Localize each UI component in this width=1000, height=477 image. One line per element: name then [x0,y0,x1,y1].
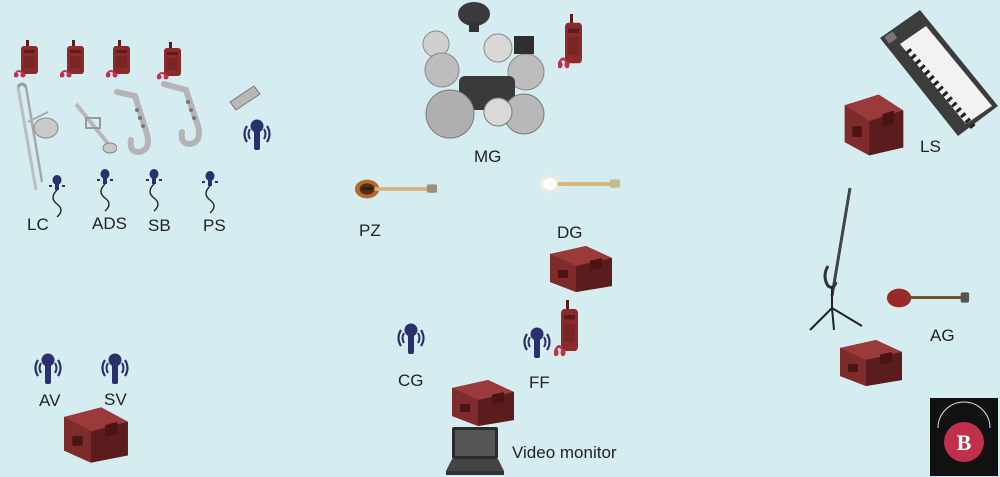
label-lc: LC [27,215,49,234]
iem-pack-icon [106,40,136,80]
label-av: AV [39,391,61,410]
monitor-wedge-icon [836,338,906,388]
iem-pack-icon [558,14,588,54]
iem-pack-icon [554,300,584,360]
saxophone-icon [113,88,163,156]
band-logo: B [930,398,998,476]
saxophone-icon [160,80,215,148]
harmonica-icon [228,84,262,112]
label-pz: PZ [359,221,381,240]
trumpet-icon [72,100,117,155]
electric-guitar-icon [537,172,621,196]
label-ff: FF [529,373,550,392]
iem-pack-icon [14,40,44,80]
wireless-mic-icon [396,322,426,356]
clip-mic-icon [47,174,67,218]
label-ag: AG [930,326,955,345]
label-dg: DG [557,223,583,242]
wireless-mic-icon [522,326,552,360]
label-video-monitor: Video monitor [512,443,617,462]
drum-kit-icon [414,0,554,140]
label-sb: SB [148,216,171,235]
clip-mic-icon [144,168,164,212]
label-cg: CG [398,371,424,390]
trombone-icon [8,82,63,197]
label-mg: MG [474,147,502,166]
upright-bass-icon [806,186,866,332]
electric-guitar-icon [354,177,438,201]
wireless-mic-icon [242,118,272,152]
label-ads: ADS [92,214,127,233]
clip-mic-icon [95,168,115,212]
keyboard-icon [880,6,1000,140]
svg-text:B: B [957,430,972,455]
laptop-monitor-icon [446,427,504,475]
clip-mic-icon [200,170,220,214]
monitor-wedge-icon [60,405,132,465]
bass-guitar-icon [886,286,970,310]
monitor-wedge-icon [448,378,518,428]
iem-pack-icon [157,42,187,82]
wireless-mic-icon [100,352,130,386]
monitor-wedge-icon [546,244,616,294]
label-sv: SV [104,390,127,409]
wireless-mic-icon [33,352,63,386]
label-ps: PS [203,216,226,235]
iem-pack-icon [60,40,90,80]
label-ls: LS [920,137,941,156]
